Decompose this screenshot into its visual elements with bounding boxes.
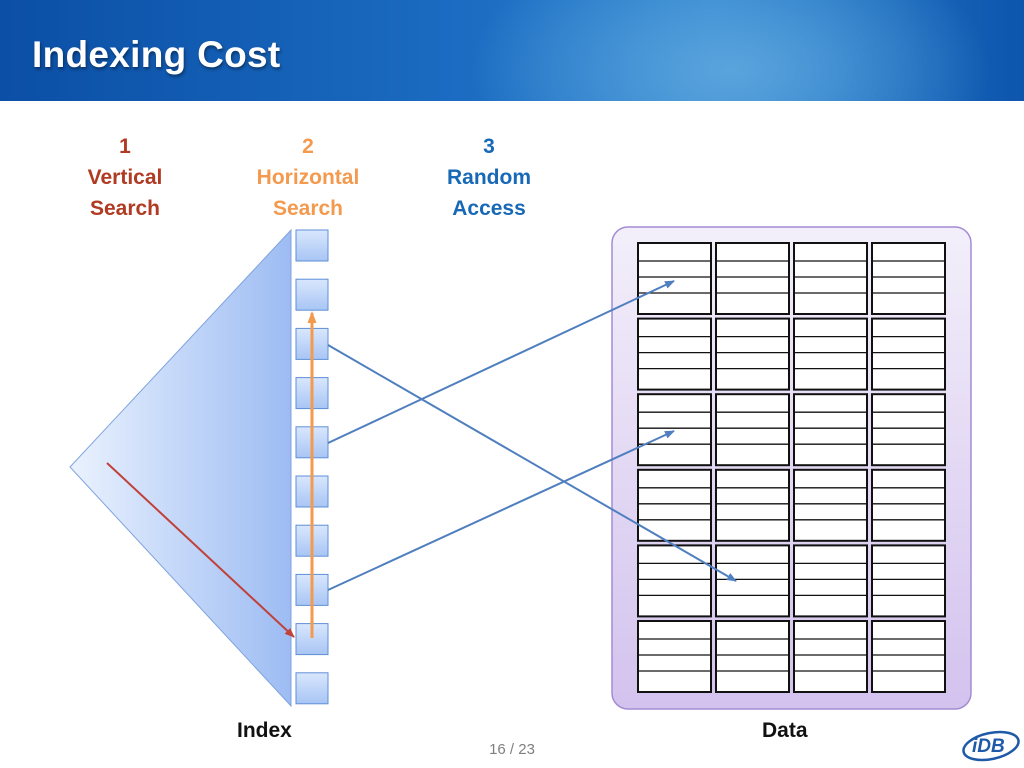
data-block: [793, 317, 868, 391]
data-block: [871, 393, 946, 467]
data-block: [793, 242, 868, 315]
data-block: [715, 317, 790, 391]
svg-text:iDB: iDB: [972, 736, 1005, 757]
vertical-search-arrow: [106, 462, 295, 638]
data-block: [637, 544, 712, 618]
step-label-line1: Vertical: [87, 166, 163, 189]
random-access-arrow: [327, 280, 675, 444]
data-block: [871, 317, 946, 391]
data-block: [871, 242, 946, 315]
data-block: [637, 242, 712, 315]
data-block: [793, 620, 868, 693]
data-block: [637, 393, 712, 467]
data-block: [637, 468, 712, 542]
step-random-access: 3 Random Access: [419, 131, 559, 224]
data-block: [793, 393, 868, 467]
data-block: [793, 468, 868, 542]
step-label-line2: Search: [272, 197, 344, 220]
index-label: Index: [237, 719, 292, 742]
page-number: 16 / 23: [489, 741, 535, 758]
data-block: [715, 544, 790, 618]
step-label-line2: Search: [89, 197, 161, 220]
step-number: 2: [302, 135, 314, 158]
index-leaf-node: [295, 278, 329, 311]
data-block: [715, 620, 790, 693]
step-label-line1: Horizontal: [256, 166, 360, 189]
step-vertical-search: 1 Vertical Search: [55, 131, 195, 224]
data-block: [871, 468, 946, 542]
index-leaf-node: [295, 672, 329, 705]
step-horizontal-search: 2 Horizontal Search: [238, 131, 378, 224]
data-blocks-grid: [637, 242, 946, 693]
step-label-line2: Access: [452, 197, 526, 220]
data-block: [871, 544, 946, 618]
random-access-arrow: [327, 430, 675, 591]
data-block: [715, 242, 790, 315]
step-label-line1: Random: [447, 166, 531, 189]
index-tree-triangle: [69, 228, 292, 708]
step-number: 1: [119, 135, 131, 158]
slide-title: Indexing Cost: [32, 34, 281, 75]
index-leaf-node: [295, 229, 329, 262]
data-label: Data: [762, 719, 808, 742]
random-access-arrow: [327, 344, 737, 582]
data-block: [715, 393, 790, 467]
slide-header: Indexing Cost: [0, 0, 1024, 101]
idb-logo: iDB: [962, 730, 1020, 762]
data-block: [637, 620, 712, 693]
data-block: [715, 468, 790, 542]
data-block: [871, 620, 946, 693]
data-block: [637, 317, 712, 391]
data-block: [793, 544, 868, 618]
step-number: 3: [483, 135, 495, 158]
